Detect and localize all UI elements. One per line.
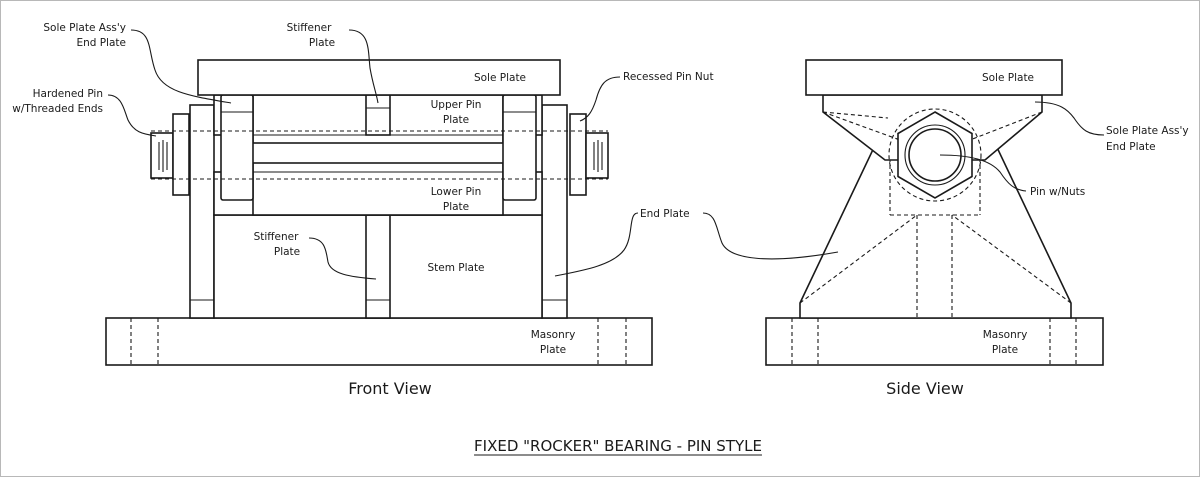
side-pin: [908, 128, 962, 182]
caption-front-view: Front View: [348, 379, 432, 398]
label-side-masonry-1: Masonry: [983, 329, 1028, 341]
label-front-end-plate: End Plate: [640, 208, 690, 220]
front-lower-stiffener: [365, 214, 391, 319]
label-front-stiffener-bottom-2: Plate: [274, 246, 300, 258]
label-stem-plate: Stem Plate: [427, 262, 484, 274]
front-view: [105, 29, 653, 366]
label-lower-pin-plate-1: Lower Pin: [431, 186, 481, 198]
front-right-pin-end: [585, 132, 609, 179]
label-hardened-pin-2: w/Threaded Ends: [12, 103, 103, 115]
label-front-masonry-1: Masonry: [531, 329, 576, 341]
label-front-stiffener-bottom-1: Stiffener: [254, 231, 300, 243]
label-front-assy-end-plate-1: Sole Plate Ass'y: [43, 22, 126, 34]
label-side-masonry-2: Plate: [992, 344, 1018, 356]
label-hardened-pin-1: Hardened Pin: [33, 88, 103, 100]
front-left-pin-nut: [172, 113, 190, 196]
label-side-sole-plate: Sole Plate: [982, 72, 1034, 84]
label-front-stiffener-top-1: Stiffener: [287, 22, 333, 34]
side-masonry-plate: [765, 317, 1104, 366]
side-sole-plate: [805, 59, 1063, 96]
diagram-title: FIXED "ROCKER" BEARING - PIN STYLE: [474, 437, 762, 455]
label-pin-with-nuts: Pin w/Nuts: [1030, 186, 1085, 198]
label-recessed-pin-nut: Recessed Pin Nut: [623, 71, 714, 83]
label-upper-pin-plate-2: Plate: [443, 114, 469, 126]
side-labels: Sole Plate Sole Plate Ass'y End Plate Pi…: [886, 72, 1188, 398]
front-upper-stiffener: [365, 94, 391, 136]
label-front-stiffener-top-2: Plate: [309, 37, 335, 49]
front-right-end-plate: [541, 104, 568, 319]
label-side-assy-end-plate-2: End Plate: [1106, 141, 1156, 153]
front-labels: Sole Plate Ass'y End Plate Stiffener Pla…: [12, 22, 713, 398]
label-upper-pin-plate-1: Upper Pin: [431, 99, 482, 111]
side-view: [702, 59, 1105, 366]
front-masonry-plate: [105, 317, 653, 366]
front-right-pin-nut: [569, 113, 587, 196]
label-front-masonry-2: Plate: [540, 344, 566, 356]
label-lower-pin-plate-2: Plate: [443, 201, 469, 213]
front-sole-plate: [197, 59, 561, 96]
label-front-sole-plate: Sole Plate: [474, 72, 526, 84]
front-right-assy-end-plate: [502, 94, 537, 201]
label-front-assy-end-plate-2: End Plate: [76, 37, 126, 49]
side-nut-washer: [888, 108, 982, 202]
front-left-pin-end: [150, 132, 174, 179]
front-left-assy-end-plate: [220, 94, 254, 201]
front-left-end-plate: [189, 104, 215, 319]
caption-side-view: Side View: [886, 379, 964, 398]
label-side-assy-end-plate-1: Sole Plate Ass'y: [1106, 125, 1189, 137]
